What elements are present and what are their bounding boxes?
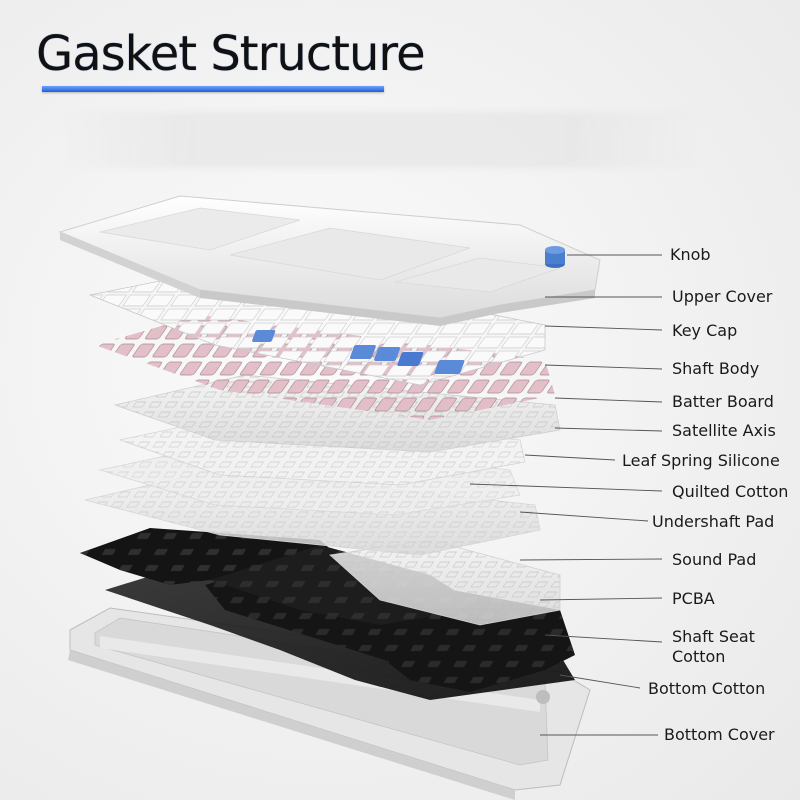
label-shaft-seat-cotton-line1: Shaft Seat bbox=[672, 627, 755, 646]
upper-cover bbox=[58, 195, 601, 326]
label-bottom-cotton: Bottom Cotton bbox=[648, 679, 766, 698]
label-upper-cover: Upper Cover bbox=[672, 287, 773, 306]
label-pcba: PCBA bbox=[672, 589, 715, 608]
label-shaft-seat-cotton-line2: Cotton bbox=[672, 647, 726, 666]
label-key-cap: Key Cap bbox=[672, 321, 738, 340]
accent-keycaps bbox=[252, 330, 465, 374]
label-batter-board: Batter Board bbox=[672, 392, 774, 411]
label-undershaft-pad: Undershaft Pad bbox=[652, 512, 775, 531]
label-satellite-axis: Satellite Axis bbox=[672, 421, 776, 440]
label-quilted-cotton: Quilted Cotton bbox=[672, 482, 789, 501]
title-underline bbox=[42, 86, 384, 92]
knob bbox=[545, 246, 565, 268]
faded-caption-area bbox=[60, 112, 700, 168]
batter-board bbox=[113, 374, 561, 453]
leader-lines bbox=[469, 254, 663, 736]
label-knob: Knob bbox=[670, 245, 711, 264]
label-shaft-body: Shaft Body bbox=[672, 359, 760, 378]
label-leaf-spring-silicone: Leaf Spring Silicone bbox=[622, 451, 780, 470]
bottom-cover bbox=[68, 607, 591, 800]
label-bottom-cover: Bottom Cover bbox=[664, 725, 775, 744]
page-title: Gasket Structure bbox=[36, 26, 426, 82]
label-sound-pad: Sound Pad bbox=[672, 550, 757, 569]
